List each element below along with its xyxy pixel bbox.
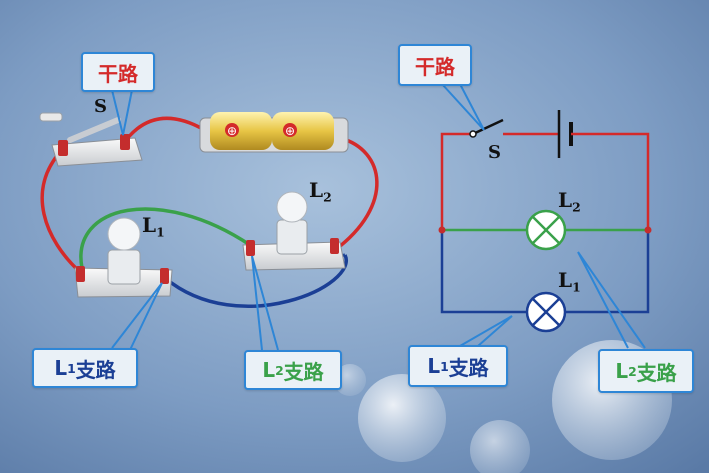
branch1-main-left: L bbox=[54, 356, 68, 380]
decor-sphere bbox=[470, 420, 530, 473]
lamp2-main-right: L bbox=[558, 188, 573, 212]
decor-sphere bbox=[334, 364, 366, 396]
branch1-main-right: L bbox=[427, 354, 441, 378]
lamp-1 bbox=[74, 217, 173, 298]
branch2-sub-right: 2 bbox=[628, 363, 637, 379]
pointer-branch1-left bbox=[111, 282, 163, 351]
switch-pivot-dot bbox=[469, 130, 477, 138]
branch2-text-right: 支路 bbox=[636, 360, 677, 385]
branch1-text-left: 支路 bbox=[75, 357, 116, 382]
lamp1-label-right: L1 bbox=[558, 268, 581, 294]
lamp2-sub-left: 2 bbox=[323, 189, 332, 205]
knife-switch bbox=[39, 112, 143, 167]
battery-plus-2: ⊕ bbox=[285, 124, 295, 138]
red-wire-switch-to-battery bbox=[124, 116, 209, 142]
lamp1-sub-right: 1 bbox=[572, 279, 581, 295]
callout-trunk-right: 干路 bbox=[398, 44, 472, 86]
lamp2-symbol bbox=[525, 209, 567, 251]
lamp1-main-right: L bbox=[558, 268, 573, 292]
lamp2-sub-right: 2 bbox=[572, 199, 581, 215]
pointer-trunk-left bbox=[111, 89, 133, 136]
lamp2-label-left: L2 bbox=[309, 178, 332, 204]
branch2-main-right: L bbox=[615, 359, 629, 383]
red-wire-battery-to-lamp2 bbox=[333, 136, 379, 252]
junction-dot-left bbox=[438, 226, 446, 234]
branch1-sub-right: 1 bbox=[440, 358, 449, 374]
lamp-2 bbox=[242, 191, 346, 271]
lamp1-symbol bbox=[525, 291, 567, 333]
red-wire-switch-to-lamp1 bbox=[40, 148, 82, 274]
branch1-sub-left: 1 bbox=[67, 360, 76, 376]
branch2-main-left: L bbox=[262, 358, 276, 382]
branch2-text-left: 支路 bbox=[283, 359, 324, 384]
lamp1-sub-left: 1 bbox=[156, 224, 165, 240]
pointer-branch1-right bbox=[459, 315, 513, 347]
lamp2-main-left: L bbox=[309, 178, 324, 202]
junction-dot-right bbox=[644, 226, 652, 234]
switch-label-right: S bbox=[488, 142, 501, 163]
schematic bbox=[440, 110, 650, 314]
lamp1-main-left: L bbox=[142, 213, 157, 237]
pointer-branch2-left bbox=[251, 255, 279, 351]
battery-plus-1: ⊕ bbox=[227, 124, 237, 138]
lamp2-label-right: L2 bbox=[558, 188, 581, 214]
pointer-trunk-right bbox=[441, 83, 485, 131]
branch2-sub-left: 2 bbox=[275, 362, 284, 378]
lamp1-label-left: L1 bbox=[142, 213, 165, 239]
green-wire bbox=[79, 207, 251, 269]
callout-trunk-left: 干路 bbox=[81, 52, 155, 92]
switch-label-left: S bbox=[94, 96, 107, 117]
branch1-text-right: 支路 bbox=[448, 355, 489, 380]
decor-sphere bbox=[358, 374, 446, 462]
pointer-branch2-right bbox=[577, 251, 646, 349]
battery-holder bbox=[199, 112, 349, 153]
